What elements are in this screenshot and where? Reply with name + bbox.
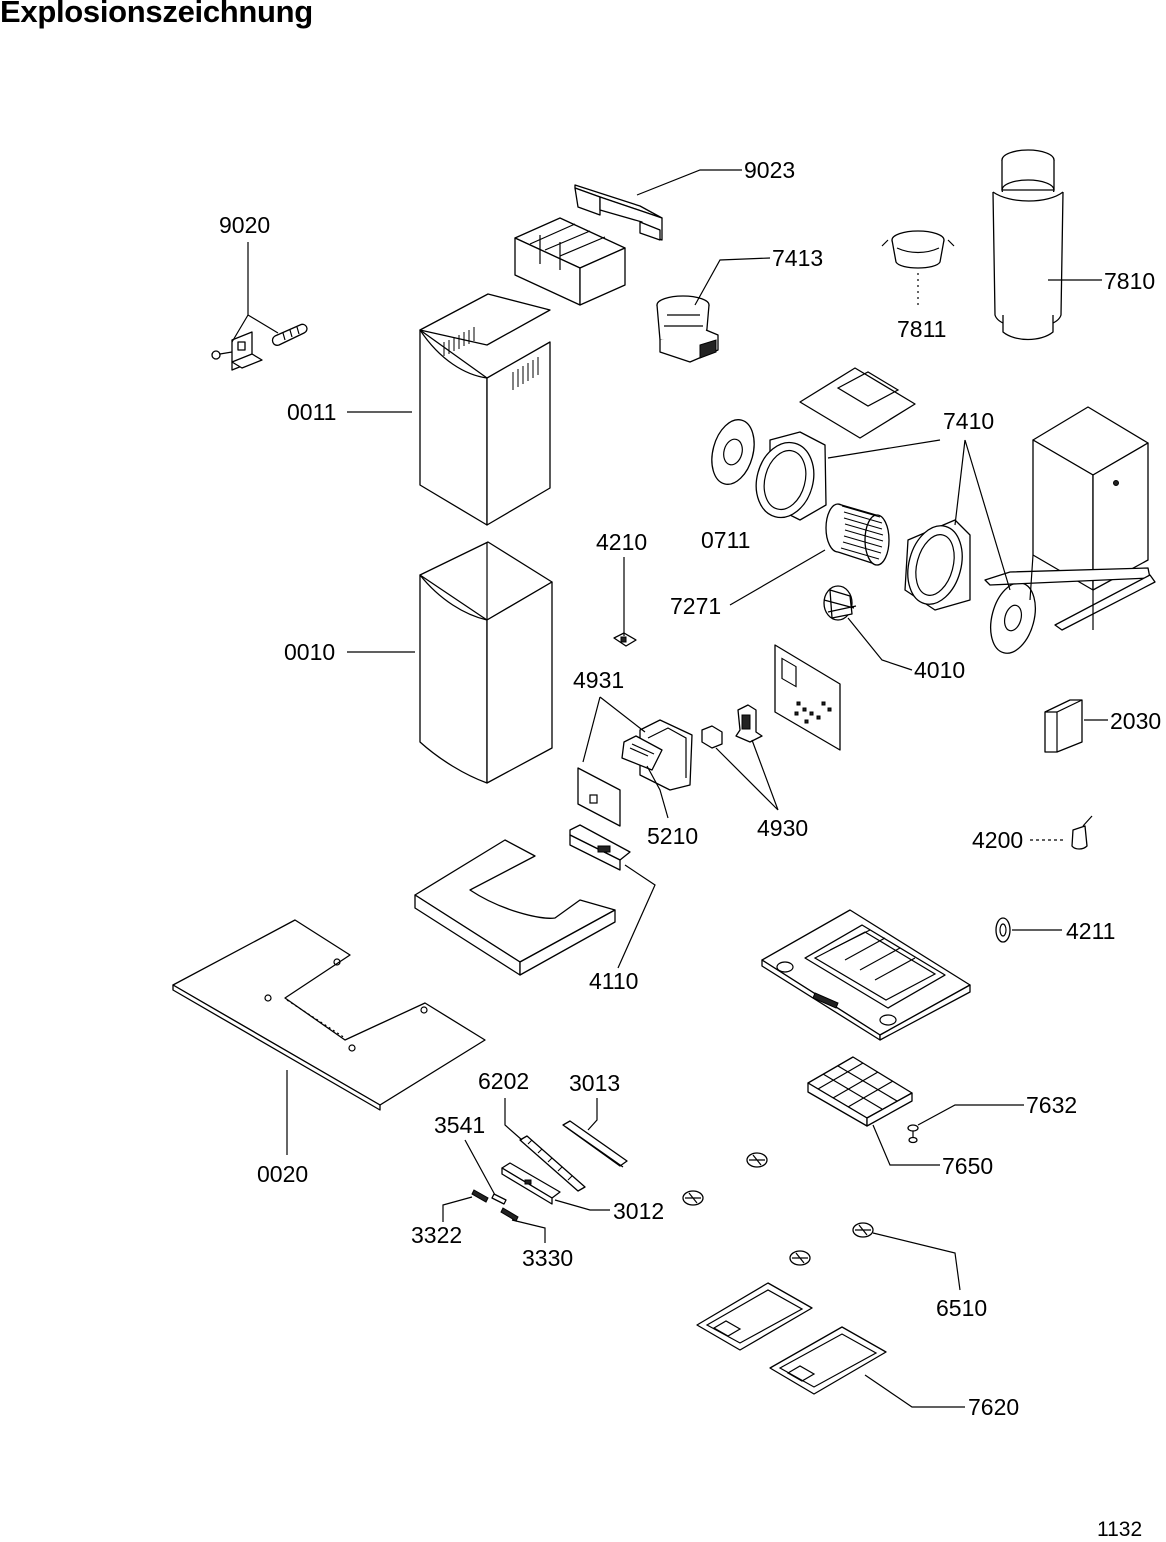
part-7271-impeller — [825, 503, 890, 566]
part-7620-carbon-filters — [696, 1282, 887, 1395]
part-6202-lamp — [519, 1135, 586, 1192]
part-2030-filter-pad — [1044, 699, 1083, 753]
part-hood-body — [761, 909, 971, 1041]
page-number: 1132 — [1097, 1518, 1143, 1541]
part-9023-bracket — [574, 184, 663, 241]
part-7413-duct-connector — [656, 295, 719, 363]
label-3330: 3330 — [522, 1245, 573, 1271]
part-5210-pcb — [621, 735, 663, 771]
label-9020: 9020 — [219, 212, 270, 238]
part-fan-cover-plate — [799, 367, 916, 439]
label-4200: 4200 — [972, 827, 1023, 853]
part-7410-fan-housing — [755, 431, 827, 521]
label-7620: 7620 — [968, 1394, 1019, 1420]
part-right-flange — [990, 582, 1036, 654]
label-6202: 6202 — [478, 1068, 529, 1094]
label-7413: 7413 — [772, 245, 823, 271]
label-5210: 5210 — [647, 823, 698, 849]
label-3013: 3013 — [569, 1070, 620, 1096]
part-4210-clip — [613, 632, 637, 647]
label-3541: 3541 — [434, 1112, 485, 1138]
part-4010-motor — [823, 585, 857, 621]
label-4010: 4010 — [914, 657, 965, 683]
label-4211: 4211 — [1066, 918, 1115, 944]
part-4200-capacitor — [1071, 815, 1093, 850]
label-7410: 7410 — [943, 408, 994, 434]
label-4110: 4110 — [589, 968, 638, 994]
part-4931-bracket — [639, 719, 693, 791]
part-7650-grease-filter — [807, 1056, 913, 1127]
page-title: Explosionszeichnung — [0, 0, 313, 29]
part-7632-screw — [907, 1124, 919, 1144]
label-7810: 7810 — [1104, 268, 1155, 294]
label-7271: 7271 — [670, 593, 721, 619]
label-0010: 0010 — [284, 639, 335, 665]
part-0010-lower-chimney — [419, 541, 553, 784]
label-7811: 7811 — [897, 316, 946, 342]
label-0011: 0011 — [287, 399, 336, 425]
label-9023: 9023 — [744, 157, 795, 183]
label-4210: 4210 — [596, 529, 647, 555]
label-0020: 0020 — [257, 1161, 308, 1187]
label-4931: 4931 — [573, 667, 624, 693]
part-labels: 9023 9020 7413 7810 7811 0011 7410 4210 … — [219, 157, 1161, 1420]
label-7650: 7650 — [942, 1153, 993, 1179]
label-2030: 2030 — [1110, 708, 1161, 734]
part-duct-frame — [514, 217, 626, 306]
label-3012: 3012 — [613, 1198, 664, 1224]
label-7632: 7632 — [1026, 1092, 1077, 1118]
part-4110-control-module — [569, 824, 631, 871]
part-3322-clip — [471, 1189, 489, 1203]
part-0020-base-plate — [172, 919, 486, 1111]
part-4930-switch — [701, 704, 763, 749]
part-7811-ring — [881, 230, 955, 307]
part-7410-fan-housing-rear — [904, 519, 971, 611]
part-frame-box — [984, 406, 1156, 631]
part-7810-flex-duct — [992, 149, 1064, 341]
part-0011-upper-chimney — [419, 293, 551, 526]
part-0711-flange — [711, 419, 755, 485]
part-3330-clip — [500, 1207, 519, 1222]
part-3541-spring — [491, 1193, 507, 1205]
label-3322: 3322 — [411, 1222, 462, 1248]
label-6510: 6510 — [936, 1295, 987, 1321]
part-4211-grommet — [995, 917, 1011, 943]
label-0711: 0711 — [701, 527, 750, 553]
label-4930: 4930 — [757, 815, 808, 841]
part-u-frame — [414, 839, 616, 976]
leader-lines — [231, 169, 1108, 1408]
part-9020-wall-mount — [211, 323, 308, 371]
part-6510-knobs — [682, 1152, 874, 1266]
part-3013-light-cover — [562, 1120, 628, 1168]
part-front-plate — [577, 767, 621, 827]
part-control-board — [774, 644, 841, 751]
part-3012-lamp-holder — [501, 1162, 561, 1205]
